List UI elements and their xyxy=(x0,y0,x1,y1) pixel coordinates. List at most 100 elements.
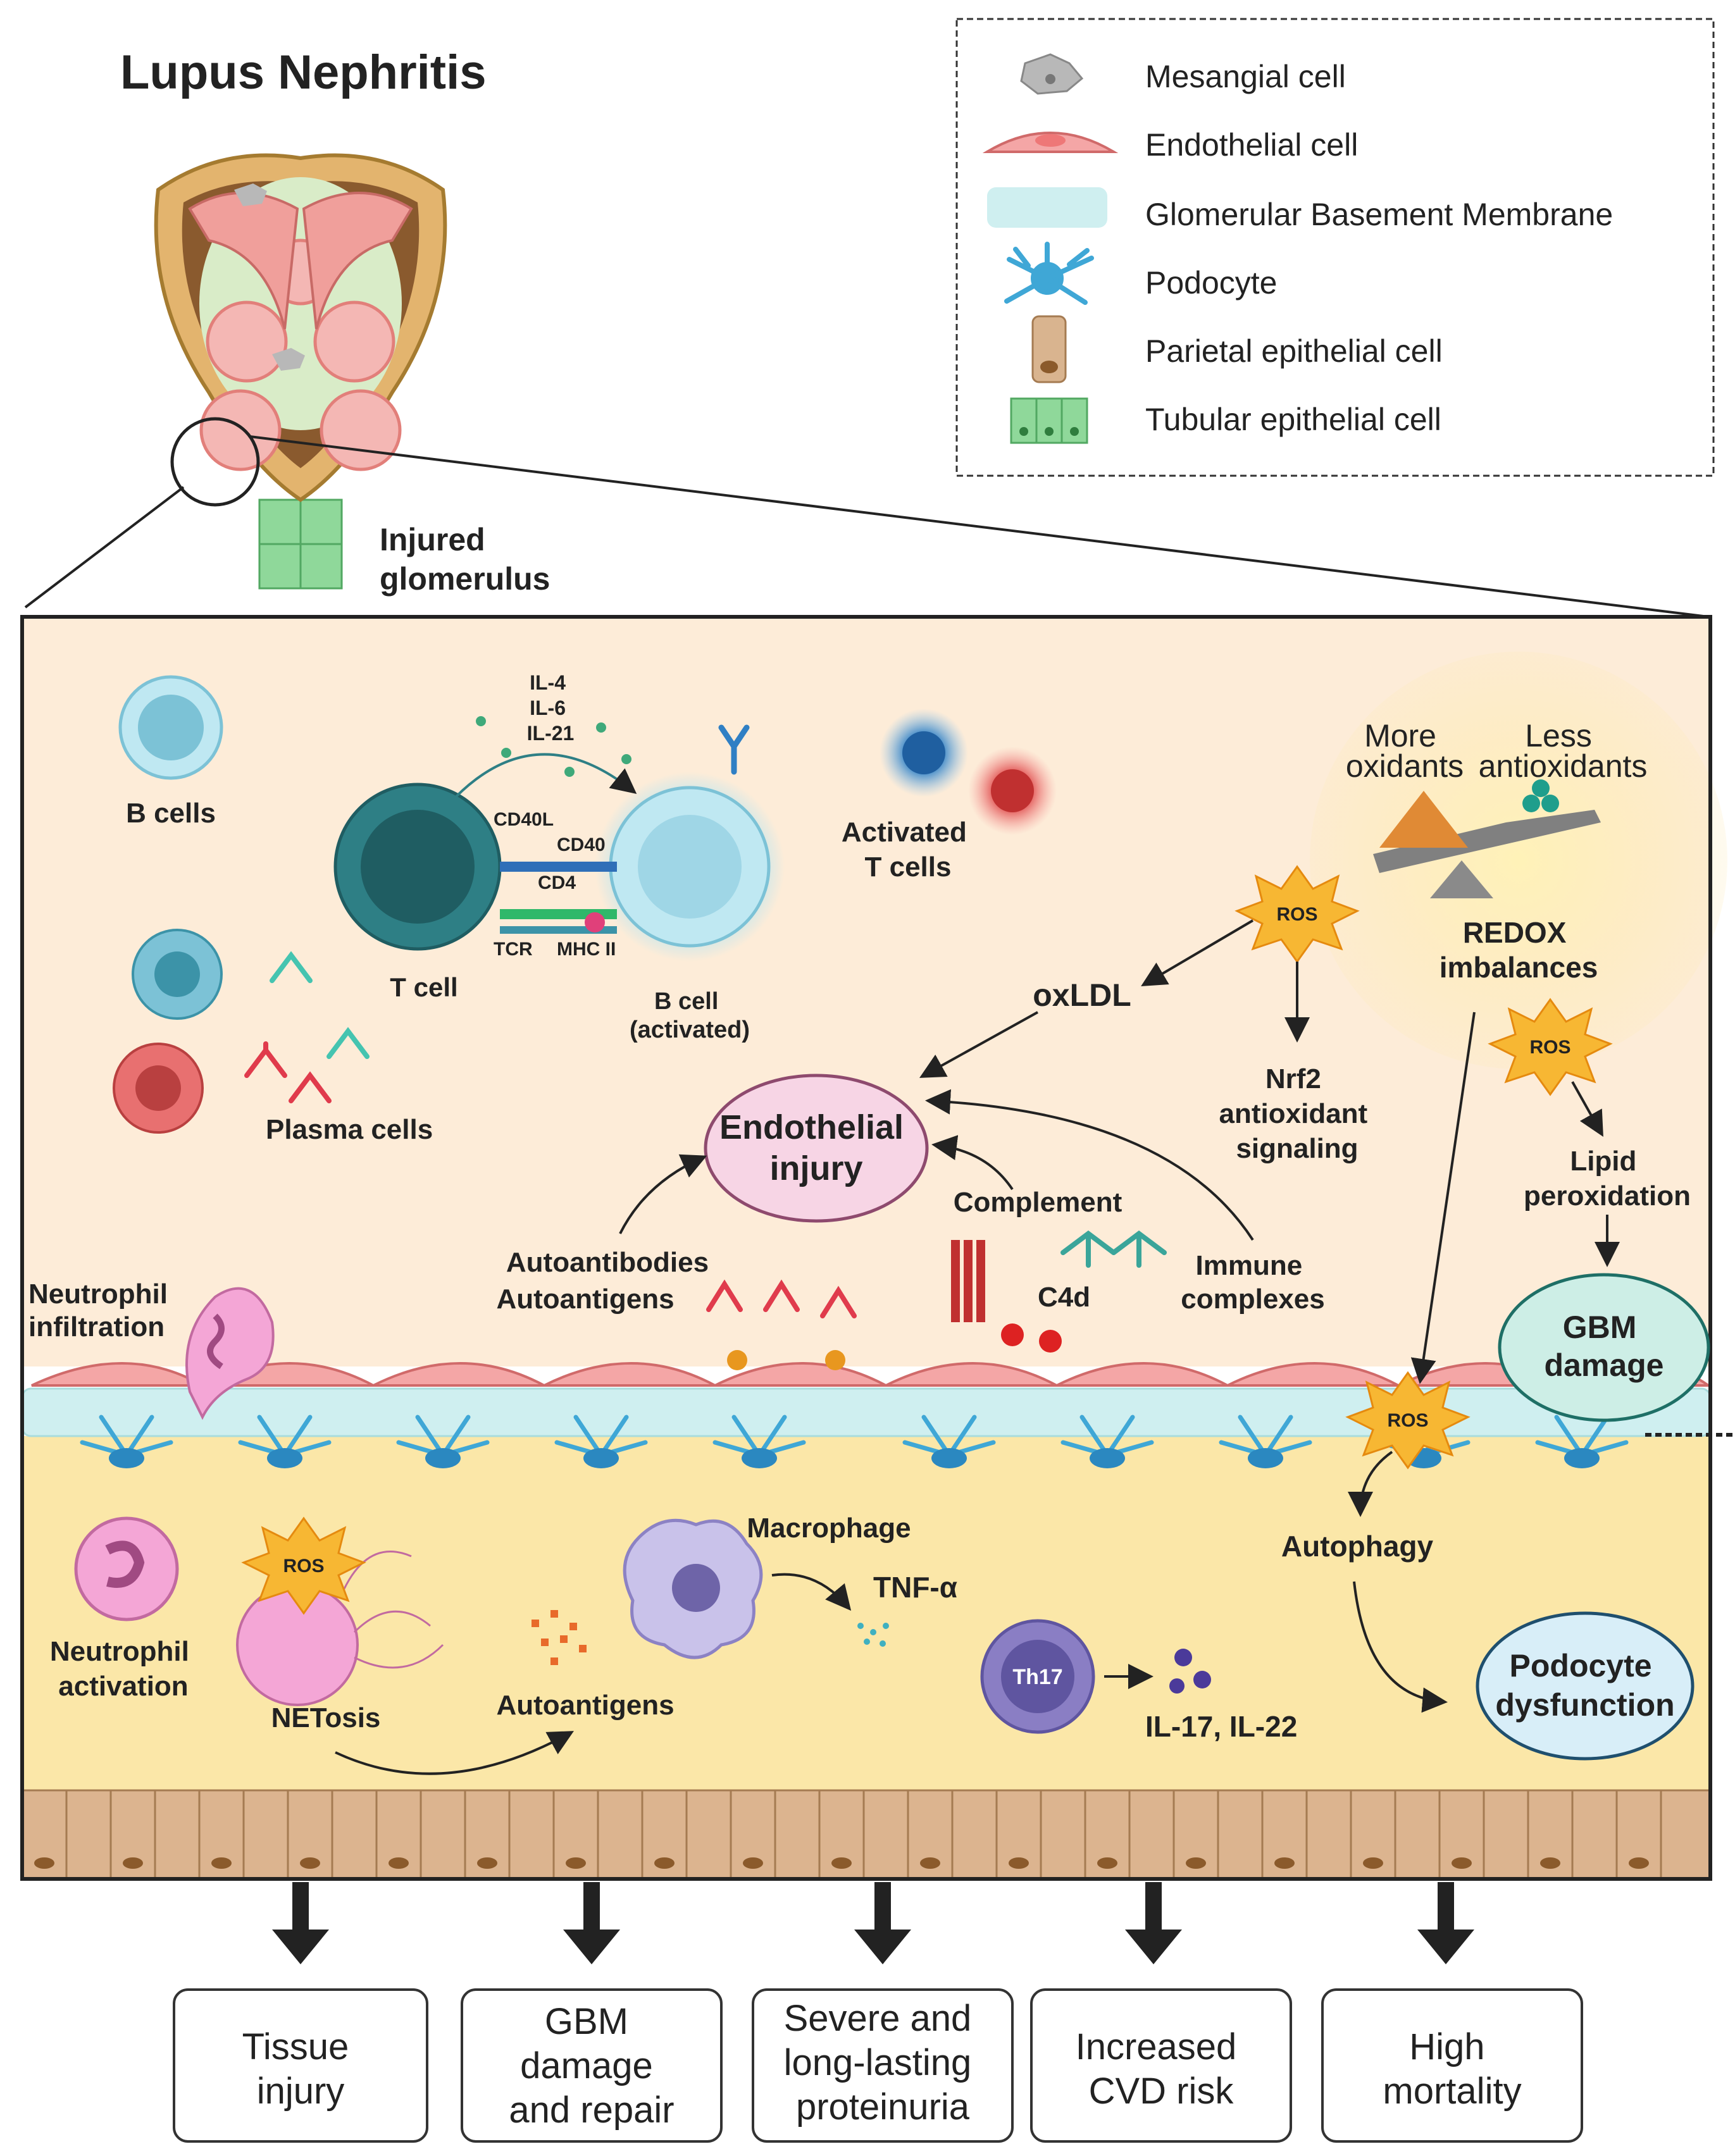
netosis-label: NETosis xyxy=(271,1702,381,1733)
complement-label: Complement xyxy=(954,1187,1122,1218)
mesangial-cell-mini xyxy=(234,183,267,206)
macrophage-icon xyxy=(623,1518,763,1659)
tnf-dots xyxy=(857,1623,889,1647)
c4d-icon xyxy=(951,1240,1062,1353)
outcome-cvd-risk: Increased CVD risk xyxy=(1076,2026,1247,2112)
zoom-circle xyxy=(170,417,260,507)
neutrophil-cell-icon xyxy=(74,1516,179,1621)
neutrophil-activation-label: Neutrophil activation xyxy=(50,1636,197,1702)
mhc2-label: MHC II xyxy=(557,939,616,960)
gbm-damage-node: GBM damage xyxy=(1498,1273,1710,1422)
outcome-boxes xyxy=(173,1988,1583,2143)
cd40-label: CD40 xyxy=(557,834,606,855)
tubular-cell-icon xyxy=(1010,397,1088,444)
b-cell-icon xyxy=(118,675,223,780)
cytokines-label: IL-4 IL-6 IL-21 xyxy=(527,671,575,745)
lipid-peroxidation-label: Lipid peroxidation xyxy=(1524,1146,1691,1211)
activated-t-cells-icon xyxy=(880,709,1057,835)
autoantigens-upper-label: Autoantigens xyxy=(496,1284,674,1315)
svg-text:Endothelial injury: Endothelial injury xyxy=(719,1108,913,1187)
figure-title: Lupus Nephritis xyxy=(120,46,486,99)
immune-complexes-label: Immune complexes xyxy=(1181,1250,1324,1315)
tubular-cells xyxy=(65,1790,1662,1879)
ros-burst-3: ROS xyxy=(1345,1371,1471,1470)
legend-label-gbm: Glomerular Basement Membrane xyxy=(1145,197,1613,232)
cd40l-label: CD40L xyxy=(494,809,554,830)
autoantigen-dots xyxy=(727,1350,845,1370)
outcome-gbm-damage-repair: GBM damage and repair xyxy=(509,2001,674,2131)
endothelial-cell-icon xyxy=(982,132,1119,153)
legend-label-tubular: Tubular epithelial cell xyxy=(1145,402,1441,437)
neutrophil-infiltrating-icon xyxy=(185,1287,275,1420)
macrophage-arrow xyxy=(771,1573,852,1611)
autophagy-podocyte-arrow xyxy=(1353,1581,1448,1713)
svg-text:ROS: ROS xyxy=(1529,1037,1570,1058)
upper-arrows xyxy=(619,919,1620,1384)
outcome-box-tissue-injury xyxy=(173,1988,428,2143)
ros-burst-2: ROS xyxy=(1488,998,1613,1096)
svg-text:GBM damage: GBM damage xyxy=(1545,1310,1664,1383)
macrophage-label: Macrophage xyxy=(747,1513,911,1544)
nrf2-label: Nrf2 antioxidant signaling xyxy=(1219,1063,1376,1164)
plasma-cells-icon xyxy=(113,929,370,1134)
netosis-icon: ROS xyxy=(236,1516,444,1706)
tnf-label: TNF-α xyxy=(873,1571,957,1604)
il17-label: IL-17, IL-22 xyxy=(1145,1710,1297,1743)
autoantibodies-label: Autoantibodies xyxy=(506,1247,709,1278)
tcr-label: TCR xyxy=(494,939,533,960)
th17-cell-icon: Th17 xyxy=(980,1619,1095,1734)
gbm-icon xyxy=(987,187,1107,228)
redox-glow xyxy=(1310,652,1727,1069)
synapse-molecules xyxy=(500,862,617,934)
autoantigens-lower-label: Autoantigens xyxy=(496,1690,674,1721)
cd4-label: CD4 xyxy=(538,872,576,893)
t-cell-label: T cell xyxy=(390,972,457,1002)
mesangial-cell-icon xyxy=(1020,53,1084,95)
immune-complex-icon xyxy=(1060,1230,1167,1268)
outcome-box-gbm xyxy=(461,1988,723,2143)
redox-imbalances-label: REDOX imbalances xyxy=(1440,916,1598,984)
outcome-box-proteinuria xyxy=(752,1988,1014,2143)
c4d-label: C4d xyxy=(1038,1282,1090,1313)
ros-autophagy-arrow xyxy=(1348,1451,1393,1517)
glomerulus-illustration xyxy=(24,153,1709,618)
outcome-proteinuria: Severe and long-lasting proteinuria xyxy=(784,1998,982,2128)
oxldl-label: oxLDL xyxy=(1033,977,1131,1013)
redox-seesaw-icon xyxy=(1373,779,1601,898)
neutrophil-infiltration-label: Neutrophil infiltration xyxy=(28,1279,175,1342)
endothelial-layer xyxy=(31,1362,1713,1387)
b-cell-activated-label: B cell (activated) xyxy=(630,988,750,1043)
outcome-box-cvd xyxy=(1030,1988,1292,2143)
legend-label-mesangial: Mesangial cell xyxy=(1145,59,1346,94)
il17-dots xyxy=(1169,1649,1211,1694)
podocyte-dysfunction-node: Podocyte dysfunction xyxy=(1476,1611,1695,1761)
parietal-cell-icon xyxy=(1031,315,1067,383)
more-oxidants-label: More oxidants xyxy=(1346,718,1464,784)
svg-text:Podocyte dysfunction: Podocyte dysfunction xyxy=(1495,1648,1674,1723)
svg-text:ROS: ROS xyxy=(1276,904,1317,925)
svg-text:ROS: ROS xyxy=(283,1556,324,1577)
legend-label-endothelial: Endothelial cell xyxy=(1145,127,1358,163)
ros-burst-1: ROS xyxy=(1234,865,1360,963)
endothelial-injury-node: Endothelial injury xyxy=(704,1074,929,1223)
legend-label-podocyte: Podocyte xyxy=(1145,265,1277,300)
cytokine-arc xyxy=(454,716,637,798)
less-antioxidants-label: Less antioxidants xyxy=(1479,718,1648,784)
activated-t-cells-label: Activated T cells xyxy=(842,817,974,883)
zoom-panel-border xyxy=(20,615,1712,1881)
outcome-mortality: High mortality xyxy=(1383,2026,1521,2112)
svg-text:ROS: ROS xyxy=(1387,1410,1428,1431)
plasma-cells-label: Plasma cells xyxy=(266,1114,433,1145)
outcome-tissue-injury: Tissue injury xyxy=(242,2026,359,2112)
autoantibody-icons xyxy=(706,1279,857,1318)
netosis-arrow xyxy=(335,1731,575,1775)
podocyte-icon xyxy=(1004,242,1094,305)
outcome-box-mortality xyxy=(1321,1988,1583,2143)
autoantigen-cluster-icon xyxy=(532,1610,587,1665)
svg-text:Th17: Th17 xyxy=(1012,1665,1062,1689)
autophagy-label: Autophagy xyxy=(1281,1530,1434,1563)
legend-label-parietal: Parietal epithelial cell xyxy=(1145,333,1443,369)
b-cells-label: B cells xyxy=(126,798,216,829)
outcome-arrows xyxy=(272,1882,1474,1964)
